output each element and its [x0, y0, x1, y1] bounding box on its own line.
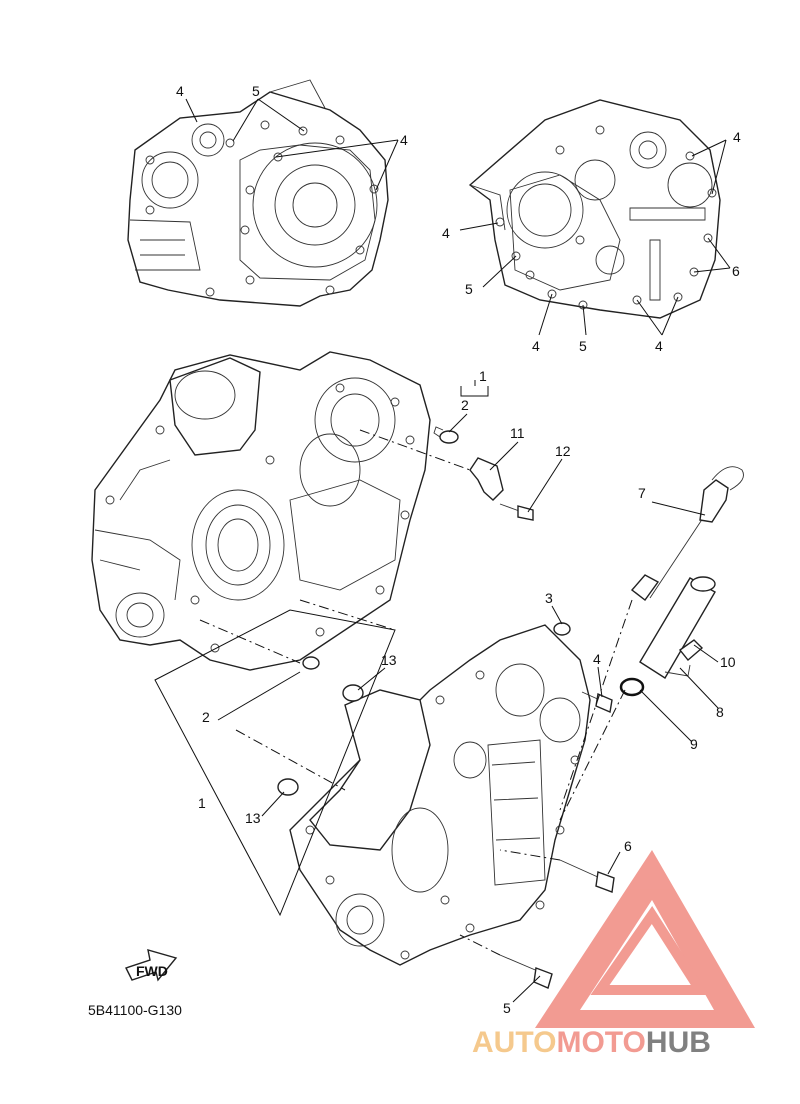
fwd-arrow: FWD: [125, 949, 178, 982]
callout-label: 1: [479, 368, 487, 384]
crankcase-left-half: [91, 351, 431, 671]
oil-filler-pipe-8: [639, 576, 716, 679]
callout-labels: 4 5 4 4 4 6 5 4 5 4 1 2 11 12 7 3 4 10 8…: [176, 83, 741, 1016]
dowel-pin-13-upper: [342, 684, 364, 702]
callout-label: 3: [545, 590, 553, 606]
watermark-logo: AUTOMOTOHUB: [472, 850, 755, 1059]
watermark-triangle: [535, 850, 755, 1028]
callout-label: 12: [555, 443, 571, 459]
watermark-text-auto: AUTO: [472, 1026, 556, 1059]
callout-label: 13: [245, 810, 261, 826]
callout-label: 6: [732, 263, 740, 279]
dowel-pin-upper: [433, 426, 459, 444]
callout-label: 4: [442, 225, 450, 241]
dowel-pin-3: [553, 622, 571, 636]
callout-label: 2: [461, 397, 469, 413]
bolt-6: [559, 859, 615, 893]
callout-label: 4: [176, 83, 184, 99]
svg-text:AUTOMOTOHUB: AUTOMOTOHUB: [472, 1026, 711, 1059]
bolt-10: [678, 639, 704, 662]
oil-dipstick-7: [630, 466, 744, 601]
callout-label: 9: [690, 736, 698, 752]
callout-label: 5: [579, 338, 587, 354]
callout-label: 4: [655, 338, 663, 354]
crankcase-left-inner-view: [127, 79, 389, 307]
fwd-label: FWD: [136, 963, 168, 979]
callout-label: 8: [716, 704, 724, 720]
watermark-text-moto: MOTO: [556, 1026, 645, 1059]
callout-label: 4: [400, 132, 408, 148]
callout-label: 5: [503, 1000, 511, 1016]
callout-label: 10: [720, 654, 736, 670]
leader-lines: [154, 98, 731, 1003]
bolt-5: [499, 954, 553, 989]
callout-label: 7: [638, 485, 646, 501]
callout-label: 4: [733, 129, 741, 145]
callout-label: 4: [532, 338, 540, 354]
callout-label: 11: [510, 425, 525, 441]
callout-label: 2: [202, 709, 210, 725]
callout-label: 1: [198, 795, 206, 811]
dowel-pin-13-lower: [277, 778, 299, 796]
crankcase-right-inner-view: [468, 99, 721, 319]
bolt-4: [581, 691, 613, 713]
bracket-11: [469, 457, 504, 501]
callout-label: 5: [252, 83, 260, 99]
o-ring-9: [619, 677, 645, 697]
callout-label: 6: [624, 838, 632, 854]
callout-label: 5: [465, 281, 473, 297]
callout-label: 13: [381, 652, 397, 668]
callout-label: 4: [593, 651, 601, 667]
watermark-text-hub: HUB: [646, 1026, 711, 1059]
crankcase-right-half: [289, 624, 591, 966]
dowel-pin-2-lower: [302, 656, 320, 670]
diagram-code: 5B41100-G130: [88, 1002, 182, 1018]
